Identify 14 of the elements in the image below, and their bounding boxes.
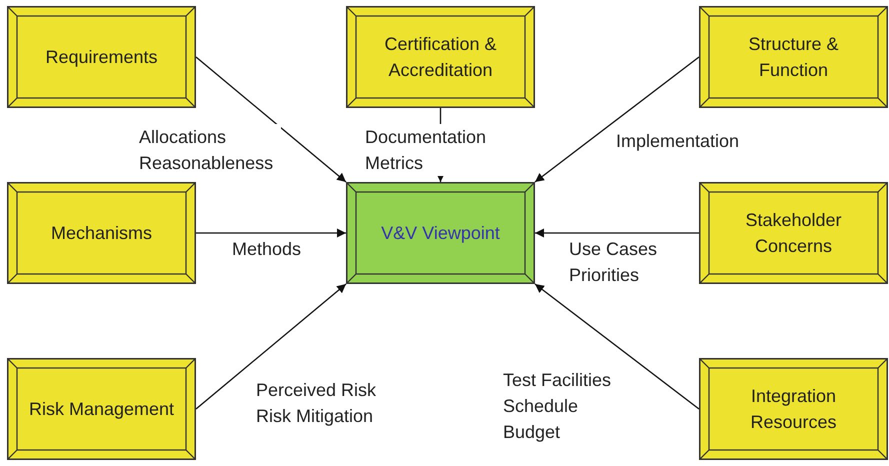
box-label: V&V Viewpoint: [380, 222, 501, 245]
box-label: Integration Resources: [749, 385, 838, 434]
arrow: [534, 283, 700, 410]
arrow: [196, 228, 346, 238]
box-label: Requirements: [44, 46, 159, 69]
box-label: Mechanisms: [50, 222, 154, 245]
arrow: [196, 56, 346, 182]
box-label: Risk Management: [28, 398, 176, 421]
arrow: [535, 228, 699, 238]
box-label: Structure & Function: [747, 33, 840, 82]
box-label: Stakeholder Concerns: [744, 209, 843, 258]
arrow: [196, 284, 346, 410]
arrow: [534, 56, 700, 183]
box-label: Certification & Accreditation: [383, 33, 498, 82]
